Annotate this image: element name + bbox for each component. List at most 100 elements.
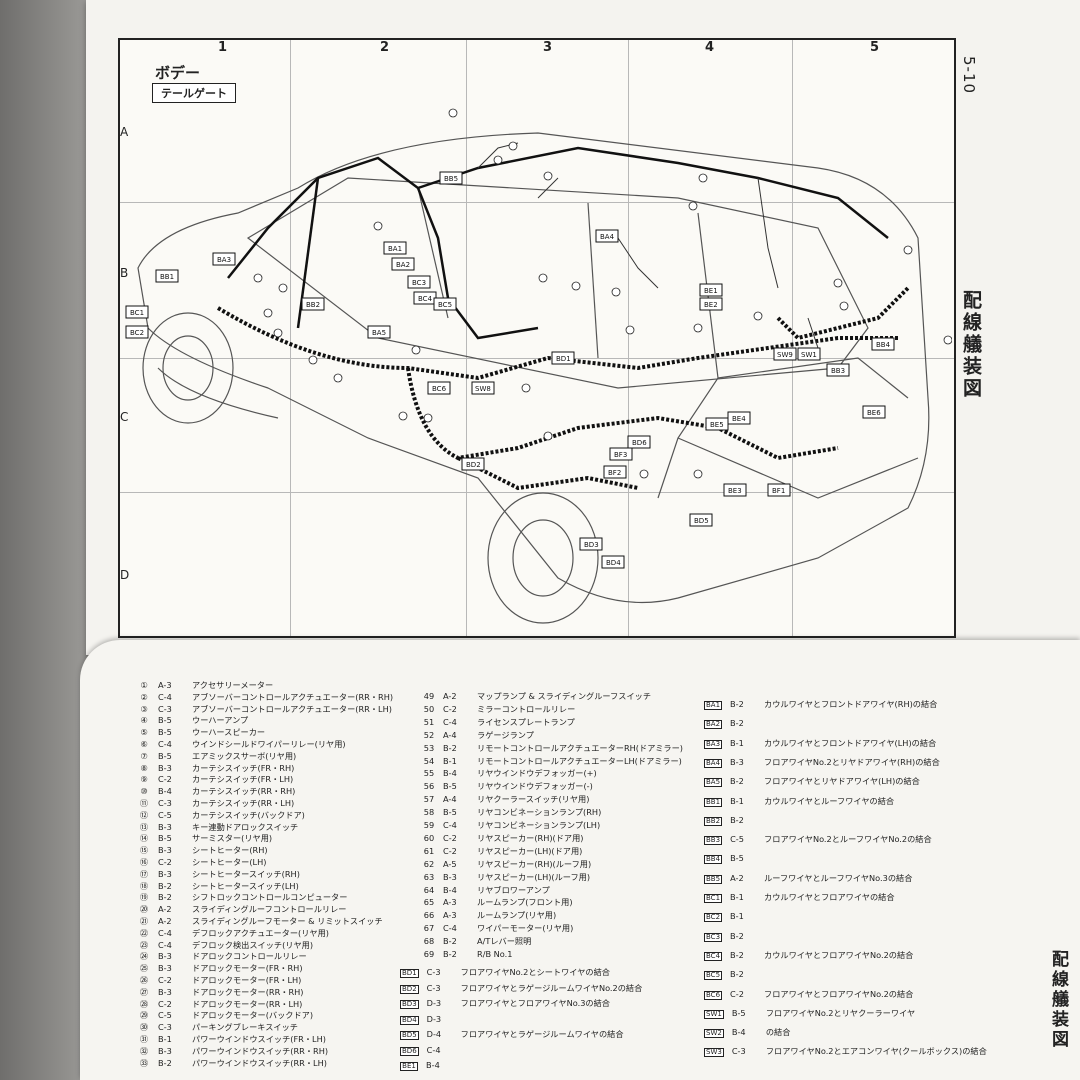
legend-number: ㉛ <box>139 1034 149 1044</box>
legend-grid-ref: B-2 <box>730 814 744 825</box>
legend-text: カーテシスイッチ(バックドア) <box>192 809 305 820</box>
legend-grid-ref: C-2 <box>158 857 172 867</box>
row-letter: B <box>120 266 129 280</box>
svg-text:BE1: BE1 <box>704 287 718 295</box>
legend-grid-ref: C-4 <box>443 923 457 934</box>
svg-text:BA5: BA5 <box>372 329 386 337</box>
svg-text:BF2: BF2 <box>608 469 621 477</box>
legend-number: 51 <box>423 716 435 727</box>
connector-label: BD4 <box>601 555 625 569</box>
legend-grid-ref: C-4 <box>158 939 172 950</box>
grid-line <box>792 40 793 636</box>
legend-grid-ref: B-3 <box>158 986 172 997</box>
legend-grid-ref: C-4 <box>158 739 172 749</box>
svg-text:BD1: BD1 <box>556 355 571 363</box>
connector-code: BD3 <box>400 1000 419 1009</box>
legend-grid-ref: B-3 <box>158 868 172 879</box>
legend-grid-ref: C-3 <box>158 1022 172 1033</box>
row-letter: A <box>120 125 129 139</box>
connector-code: BC4 <box>704 951 723 961</box>
legend-text: スライディングルーフモーター & リミットスイッチ <box>192 916 383 926</box>
legend-text: ドアロックモーター(FR・LH) <box>192 975 302 985</box>
grid-line <box>120 202 954 203</box>
page-number: 5-10 <box>960 56 978 95</box>
legend-grid-ref: C-3 <box>158 798 172 808</box>
legend-text: カウルワイヤとフロアワイヤの結合 <box>764 892 895 902</box>
legend-grid-ref: B-3 <box>158 821 172 832</box>
legend-grid-ref: B-2 <box>158 1057 172 1068</box>
legend-text: ウーハーアンプ <box>192 715 249 726</box>
svg-text:BC5: BC5 <box>438 301 452 309</box>
legend-grid-ref: B-2 <box>730 969 744 980</box>
legend-grid-ref: B-3 <box>158 845 172 856</box>
legend-grid-ref: A-2 <box>730 872 744 883</box>
svg-text:BB3: BB3 <box>831 367 845 375</box>
legend-number: ③ <box>140 703 148 714</box>
legend-text: ドアロックモーター(RR・RH) <box>192 986 304 997</box>
legend-text: の結合 <box>765 1027 791 1038</box>
section-title: ボデー <box>155 64 201 82</box>
legend-text: フロアワイヤとフロアワイヤNo.3の結合 <box>460 998 610 1008</box>
legend-grid-ref: B-5 <box>158 750 172 761</box>
legend-grid-ref: C-5 <box>158 809 172 820</box>
legend-grid-ref: A-2 <box>443 691 457 701</box>
connector-label: BC3 <box>407 275 431 289</box>
legend-grid-ref: B-5 <box>731 1007 746 1018</box>
legend-grid-ref: C-3 <box>158 703 172 714</box>
legend-number: ② <box>140 691 148 702</box>
legend-number: 65 <box>423 897 435 908</box>
legend-grid-ref: C-4 <box>426 1044 441 1055</box>
legend-grid-ref: C-3 <box>426 967 441 977</box>
legend-grid-ref: A-2 <box>158 904 172 915</box>
connector-code: BC6 <box>704 990 723 1000</box>
legend-grid-ref: B-4 <box>731 1027 746 1038</box>
legend-grid-ref: A-4 <box>443 729 457 740</box>
connector-code: BC2 <box>704 913 723 923</box>
legend-text: シートヒータースイッチ(LH) <box>192 880 299 891</box>
legend-text: リヤスピーカー(RH)(ルーフ用) <box>477 858 592 869</box>
legend-text: パーキングブレーキスイッチ <box>192 1022 298 1033</box>
legend-grid-ref: A-3 <box>158 680 172 690</box>
legend-grid-ref: A-3 <box>443 910 457 921</box>
connector-code: BB3 <box>704 836 723 846</box>
legend-grid-ref: B-5 <box>158 833 172 844</box>
connector-code: BC3 <box>704 932 723 942</box>
legend-number: ㉝ <box>139 1057 149 1068</box>
legend-text: アブソーバーコントロールアクチュエーター(RR・RH) <box>192 691 394 702</box>
legend-grid-ref: B-3 <box>158 762 172 773</box>
legend-text: カウルワイヤとフロントドアワイヤ(RH)の結合 <box>764 699 938 709</box>
legend-grid-ref: B-1 <box>730 892 744 902</box>
legend-text: カウルワイヤとフロアワイヤNo.2の結合 <box>764 949 914 960</box>
svg-text:BB2: BB2 <box>306 301 320 309</box>
legend-text: カーテシスイッチ(FR・LH) <box>192 774 294 785</box>
connector-label: BF1 <box>767 483 791 497</box>
legend-text: カウルワイヤとフロントドアワイヤ(LH)の結合 <box>764 737 937 748</box>
legend-text: パワーウインドウスイッチ(RR・LH) <box>192 1057 327 1068</box>
connector-code: BD4 <box>400 1015 419 1025</box>
legend-grid-ref: B-5 <box>443 781 457 792</box>
legend-text: ドアロックモーター(RR・LH) <box>192 998 303 1009</box>
connector-code: SW2 <box>704 1029 724 1039</box>
legend-text: フロアワイヤNo.2とリヤクーラーワイヤ <box>765 1007 916 1018</box>
legend-text: リヤスピーカー(RH)(ドア用) <box>477 832 584 843</box>
legend-grid-ref: C-5 <box>730 834 744 845</box>
svg-text:BC4: BC4 <box>418 295 433 303</box>
legend-number: 54 <box>423 755 435 766</box>
connector-label: BA3 <box>212 252 236 266</box>
connector-label: BD2 <box>461 457 485 471</box>
